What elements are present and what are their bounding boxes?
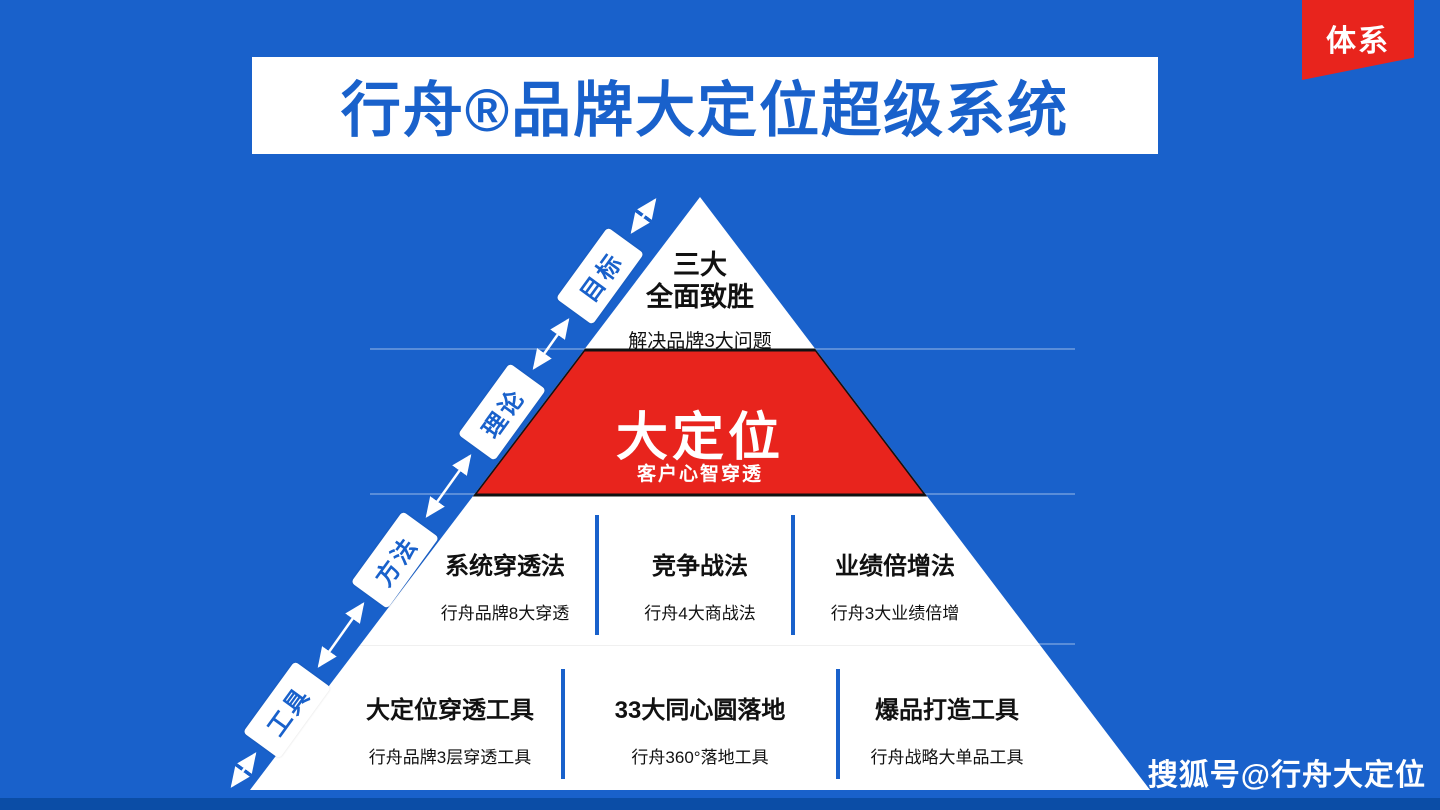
corner-ribbon: 体系 <box>1302 0 1414 80</box>
tools-column-sub: 行舟360°落地工具 <box>631 748 769 767</box>
footer-bar <box>0 798 1440 810</box>
method-column-sub: 行舟3大业绩倍增 <box>830 604 960 623</box>
tier-theory-sub: 客户心智穿透 <box>636 464 763 485</box>
tier-goal: 三大 全面致胜 解决品牌3大问题 <box>250 249 1150 353</box>
divider <box>595 515 599 635</box>
corner-ribbon-label: 体系 <box>1326 25 1390 58</box>
divider <box>791 515 795 635</box>
method-column: 业绩倍增法 行舟3大业绩倍增 <box>795 553 995 624</box>
divider <box>836 669 840 779</box>
tier-goal-line2: 全面致胜 <box>646 282 754 312</box>
tools-column: 大定位穿透工具 行舟品牌3层穿透工具 <box>340 697 560 768</box>
method-column-sub: 行舟品牌8大穿透 <box>440 604 570 623</box>
tools-column-sub: 行舟品牌3层穿透工具 <box>368 748 532 767</box>
tier-goal-sub: 解决品牌3大问题 <box>628 331 772 352</box>
method-column-title: 业绩倍增法 <box>835 553 955 580</box>
divider <box>561 669 565 779</box>
tier-divider-line <box>250 645 1150 646</box>
tools-column-title: 爆品打造工具 <box>875 697 1019 724</box>
method-column-sub: 行舟4大商战法 <box>644 604 756 623</box>
tier-theory-band <box>470 348 930 497</box>
tier-goal-line1: 三大 <box>673 250 727 280</box>
tools-column-sub: 行舟战略大单品工具 <box>870 748 1024 767</box>
watermark-credit: 搜狐号@行舟大定位 <box>1147 759 1426 792</box>
method-column: 竞争战法 行舟4大商战法 <box>600 553 800 624</box>
tools-column: 爆品打造工具 行舟战略大单品工具 <box>837 697 1057 768</box>
tier-theory-title: 大定位 <box>615 409 784 467</box>
tools-column: 33大同心圆落地 行舟360°落地工具 <box>590 697 810 768</box>
page-title: 行舟®品牌大定位超级系统 <box>340 77 1070 144</box>
method-column-title: 竞争战法 <box>652 553 748 580</box>
title-banner: 行舟®品牌大定位超级系统 <box>252 57 1158 154</box>
method-column-title: 系统穿透法 <box>445 553 565 580</box>
tools-column-title: 大定位穿透工具 <box>366 697 534 724</box>
method-column: 系统穿透法 行舟品牌8大穿透 <box>405 553 605 624</box>
tools-column-title: 33大同心圆落地 <box>614 697 786 724</box>
